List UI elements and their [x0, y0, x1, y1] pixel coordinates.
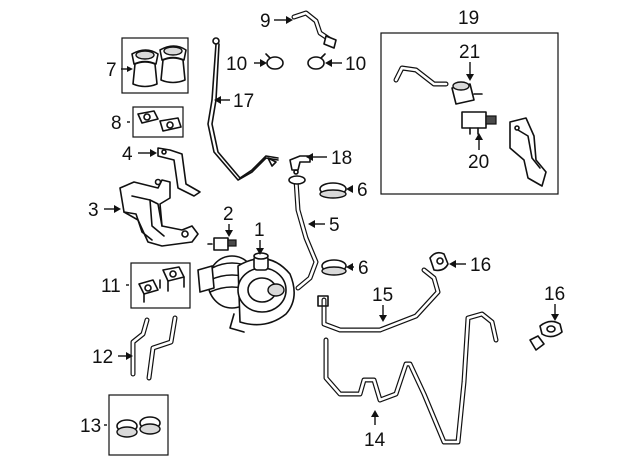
- part-6-clamps: [319, 182, 347, 276]
- group-box-13: [108, 394, 169, 456]
- group-box-8: [132, 106, 184, 138]
- callout-13: 13: [80, 416, 101, 437]
- callout-4: 4: [122, 144, 133, 165]
- part-19-hose: [393, 65, 449, 87]
- part-11-gaskets: [138, 266, 185, 303]
- callout-labels: 7 8 4 3 11 12 13 9 10 10 17 18 6 5 6 2 1…: [80, 8, 565, 451]
- leader-lines: [104, 16, 559, 426]
- callout-6-bottom: 6: [358, 258, 369, 279]
- part-3-bracket: [119, 178, 199, 247]
- callout-14: 14: [364, 430, 386, 451]
- callout-9: 9: [260, 11, 271, 32]
- part-19-bracket: [509, 117, 547, 187]
- callout-6-top: 6: [357, 180, 368, 201]
- callout-16-upper: 16: [470, 255, 491, 276]
- part-13-clamps: [116, 416, 161, 438]
- part-8-gaskets: [137, 110, 182, 132]
- callout-18: 18: [331, 148, 352, 169]
- part-10-clamps: [265, 53, 326, 70]
- callout-10-left: 10: [226, 54, 247, 75]
- group-box-19: [380, 32, 559, 195]
- callout-7: 7: [106, 60, 117, 81]
- callout-17: 17: [233, 91, 254, 112]
- part-17-line: [207, 37, 279, 181]
- callout-21: 21: [459, 42, 480, 63]
- part-18-fitting: [289, 155, 311, 175]
- callout-20: 20: [468, 152, 489, 173]
- callout-16-right: 16: [544, 284, 565, 305]
- part-7-grommets: [131, 45, 187, 88]
- part-21-valve: [451, 81, 483, 105]
- part-20-solenoid: [461, 111, 497, 135]
- part-15-pipe: [317, 267, 441, 333]
- callout-19: 19: [458, 8, 479, 29]
- part-14-pipe: [323, 311, 545, 445]
- part-9-hose: [291, 10, 337, 49]
- part-4-bracket: [157, 147, 201, 197]
- callout-10-right: 10: [345, 54, 366, 75]
- part-16-gaskets: [429, 251, 563, 338]
- callout-5: 5: [329, 215, 340, 236]
- callout-11: 11: [101, 276, 121, 297]
- callout-15: 15: [372, 285, 393, 306]
- callout-12: 12: [92, 347, 113, 368]
- callout-2: 2: [223, 204, 234, 225]
- callout-1: 1: [254, 220, 265, 241]
- part-2-sensor: [207, 237, 237, 251]
- group-box-7: [121, 37, 189, 94]
- callout-8: 8: [111, 113, 122, 134]
- part-1-air-pump: [197, 252, 295, 333]
- part-12-hoses: [130, 315, 178, 381]
- part-5-hose: [288, 175, 319, 291]
- group-box-11: [130, 262, 191, 309]
- callout-3: 3: [88, 200, 99, 221]
